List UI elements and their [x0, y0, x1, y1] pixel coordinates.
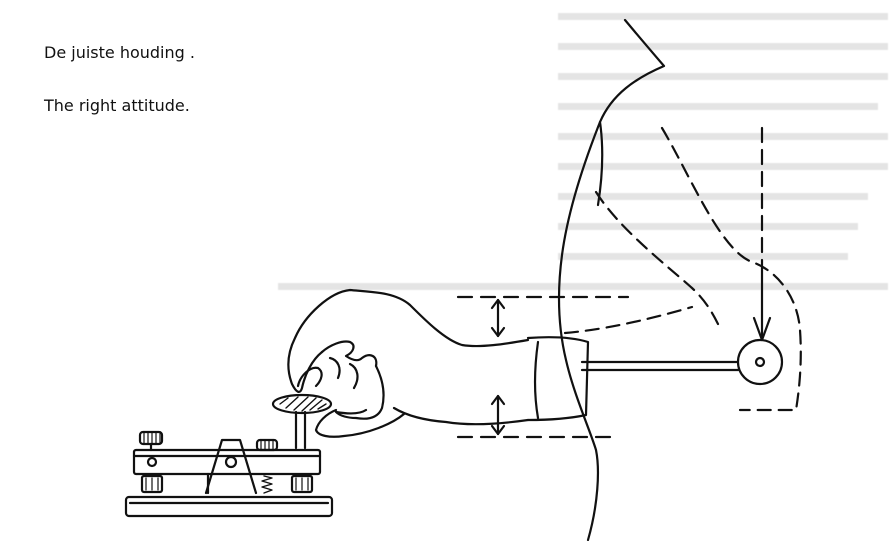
- key-base-plate: [124, 495, 334, 518]
- key-foot-right-knurl: [295, 477, 309, 491]
- key-pivot-hole: [224, 455, 238, 469]
- key-foot-left-knurl: [145, 477, 159, 491]
- key-knob-hatching: [279, 396, 327, 412]
- caption-dutch: De juiste houding .: [44, 43, 195, 62]
- elbow-pivot-center: [754, 356, 766, 368]
- rear-screw-knurl: [143, 431, 161, 445]
- upper-arm-dashed-outline: [594, 190, 720, 326]
- key-foot-left: [140, 474, 164, 494]
- range-arrow-upper-head: [490, 298, 506, 338]
- key-knob: [271, 393, 333, 415]
- key-lever-bar: [132, 448, 322, 476]
- key-lever-screw: [146, 456, 158, 468]
- elbow-pivot-circle: [736, 338, 784, 386]
- hand-palm-lower: [334, 364, 530, 426]
- caption-english: The right attitude.: [44, 96, 190, 115]
- rear-screw-cap: [138, 430, 164, 446]
- shoulder-line: [596, 120, 604, 207]
- range-arrow-lower-head: [490, 394, 506, 436]
- upper-arm-dashed-forearm: [563, 305, 694, 335]
- torso-outline: [557, 18, 666, 541]
- middle-screw-knurl: [260, 439, 274, 451]
- contact-spring: [261, 475, 273, 494]
- key-pivot-stand: [204, 438, 258, 495]
- show-through-texture: [238, 0, 890, 541]
- thumb: [314, 408, 406, 438]
- key-foot-right: [290, 474, 314, 494]
- hand-fingers: [296, 356, 359, 390]
- hand-knuckles: [320, 340, 378, 368]
- hand-outline: [287, 288, 530, 393]
- middle-screw-cap: [255, 438, 279, 452]
- upper-arm-dashed-right: [660, 126, 802, 412]
- sleeve-cuff: [526, 336, 590, 422]
- sleeve-cuff-seam: [533, 340, 540, 420]
